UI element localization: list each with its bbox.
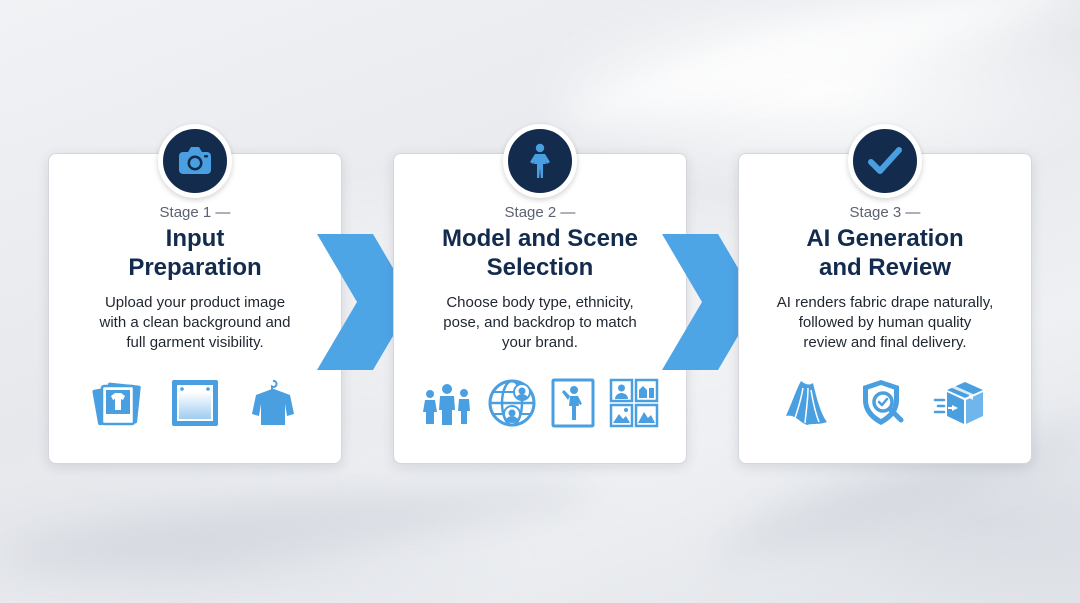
stage-2-description: Choose body type, ethnicity, pose, and b… [412, 293, 668, 353]
stage-1-label: Stage 1 — [159, 204, 231, 221]
stage-2-card: Stage 2 — Model and Scene Selection Choo… [393, 124, 687, 464]
stage-1-title-line-1: Input [165, 225, 225, 252]
stage-2-label: Stage 2 — [504, 204, 576, 221]
stage-1-icons [49, 376, 341, 430]
arrow-2-chevron-icon [662, 234, 758, 370]
stage-1-title-line-2: Preparation [128, 254, 262, 281]
stage-2-badge [503, 124, 577, 198]
stage-2-title-line-1: Model and Scene [441, 225, 639, 252]
stage-3-desc-line-1: AI renders fabric drape naturally, [776, 294, 994, 311]
stage-3-icons [739, 376, 1031, 430]
stage-2-title: Model and Scene Selection [394, 224, 686, 282]
globe-faces-icon [487, 378, 537, 428]
stage-2-desc-line-1: Choose body type, ethnicity, [446, 294, 634, 311]
camera-icon [179, 147, 211, 174]
stage-2-desc-line-3: your brand. [502, 334, 578, 351]
stage-1-card: Stage 1 — Input Preparation Upload your … [48, 124, 342, 464]
checkmark-icon [868, 147, 902, 174]
stage-3-desc-line-3: review and final delivery. [803, 334, 967, 351]
stage-1-desc-line-3: full garment visibility. [126, 334, 264, 351]
arrow-1-chevron-icon [317, 234, 413, 370]
stage-2-title-line-2: Selection [486, 254, 594, 281]
pose-frame-icon [551, 378, 595, 428]
person-pose-icon [530, 143, 550, 178]
delivery-box-icon [933, 378, 987, 428]
shield-magnifier-icon [859, 378, 909, 428]
stage-3-description: AI renders fabric drape naturally, follo… [757, 293, 1013, 353]
shirt-on-hanger-icon [248, 378, 298, 428]
stage-2-desc-line-2: pose, and backdrop to match [443, 314, 637, 331]
stage-1-description: Upload your product image with a clean b… [67, 293, 323, 353]
fabric-drape-icon [783, 378, 835, 428]
stage-3-title-line-2: and Review [818, 254, 952, 281]
stage-1-desc-line-1: Upload your product image [104, 294, 286, 311]
stage-3-desc-line-2: followed by human quality [798, 314, 972, 331]
stage-1-title: Input Preparation [49, 224, 341, 282]
backdrop-frame-icon [170, 378, 220, 428]
stage-3-badge [848, 124, 922, 198]
stage-3-title: AI Generation and Review [739, 224, 1031, 282]
photo-stack-icon [92, 378, 142, 428]
backdrop-gallery-icon [609, 378, 659, 428]
stage-3-card: Stage 3 — AI Generation and Review AI re… [738, 124, 1032, 464]
stage-3-title-line-1: AI Generation [806, 225, 964, 252]
people-group-icon [421, 378, 473, 428]
stage-3-label: Stage 3 — [849, 204, 921, 221]
stage-1-desc-line-2: with a clean background and [99, 314, 291, 331]
stage-2-icons [394, 376, 686, 430]
stage-1-badge [158, 124, 232, 198]
